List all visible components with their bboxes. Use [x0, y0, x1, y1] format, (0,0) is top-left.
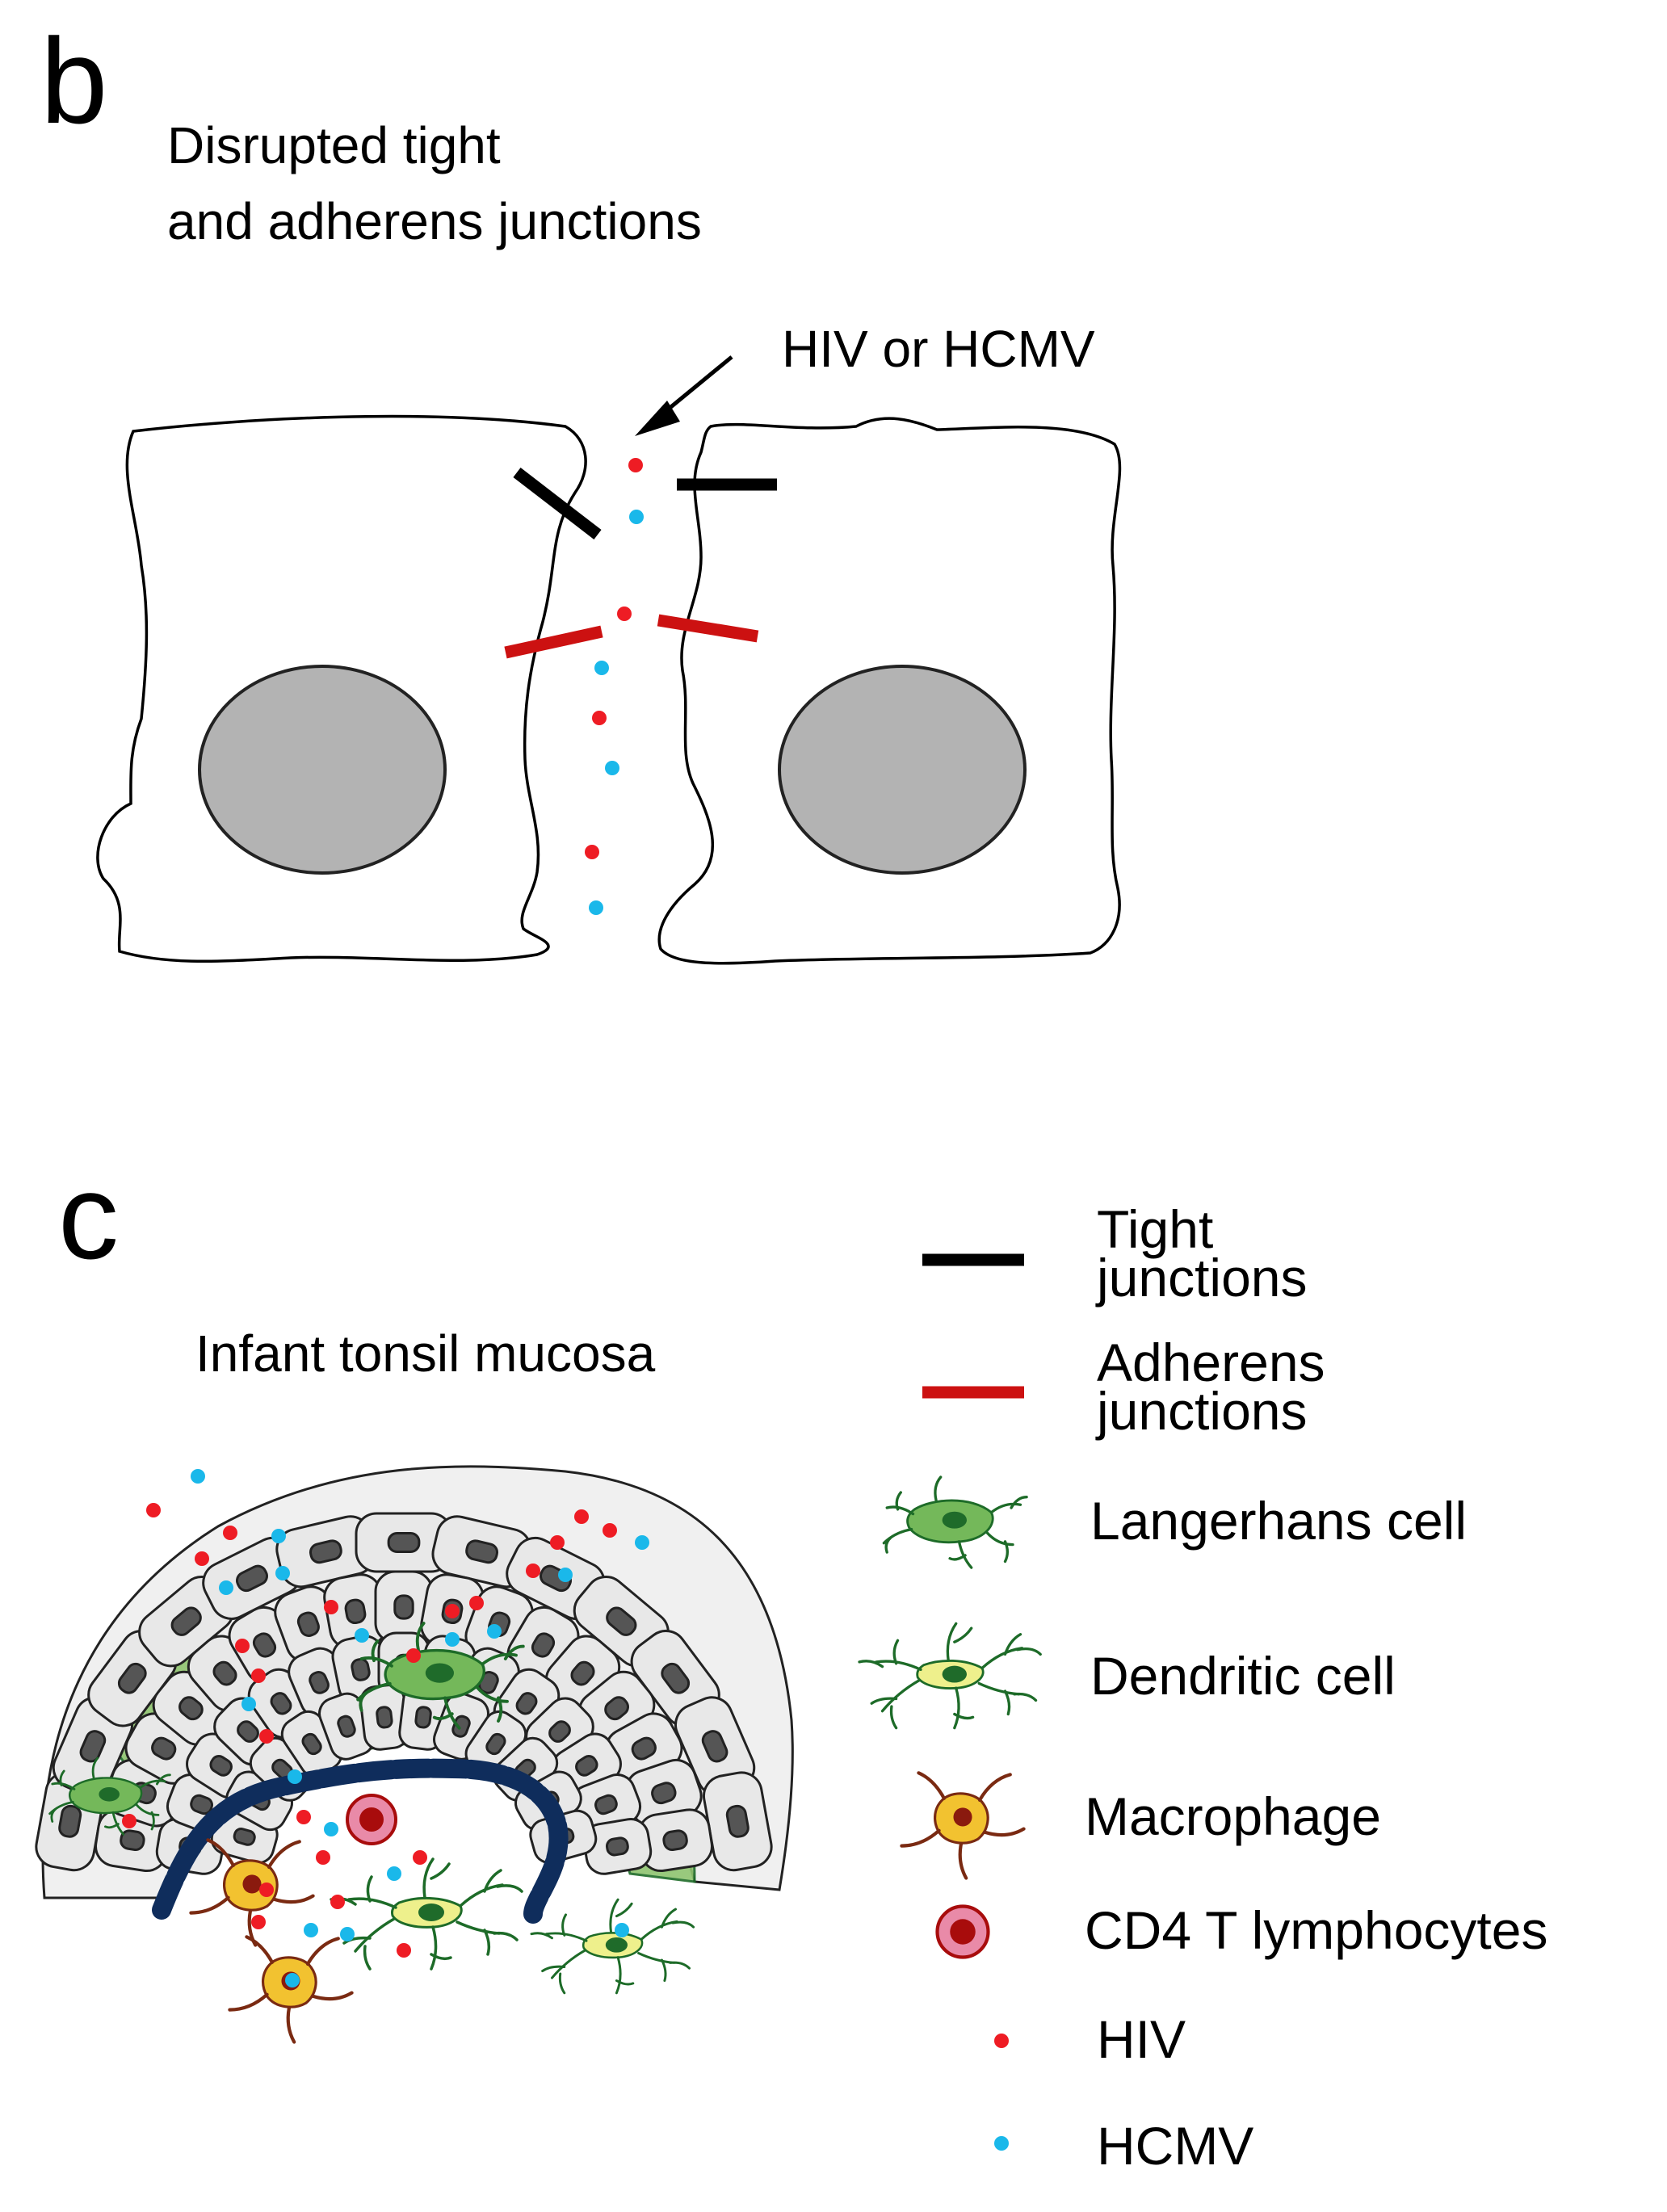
- epithelial-cell: [359, 1684, 409, 1751]
- tight-junction-left: [513, 468, 602, 539]
- hcmv-particle: [324, 1822, 338, 1836]
- hcmv-particle: [271, 1529, 286, 1543]
- hiv-particle: [330, 1895, 345, 1909]
- hcmv-particle: [288, 1769, 302, 1784]
- hiv-particle: [603, 1523, 617, 1538]
- hiv-particle: [316, 1850, 330, 1865]
- hiv-particle: [251, 1915, 266, 1929]
- legend-tight-label-1: Tight: [1097, 1199, 1213, 1259]
- adherens-junction-left: [504, 625, 603, 659]
- panel-b-letter: b: [40, 13, 107, 149]
- hiv-particle: [413, 1850, 427, 1865]
- virus-label: HIV or HCMV: [782, 320, 1095, 378]
- legend-tight-label-2: junctions: [1095, 1248, 1308, 1307]
- epithelial-cell: [702, 1771, 773, 1872]
- tonsil-mucosa-illustration: [35, 1465, 794, 2042]
- arrow-icon: [635, 355, 733, 436]
- hiv-particle: [259, 1729, 274, 1744]
- hiv-particle: [223, 1526, 237, 1540]
- virus-particles-gap: [585, 458, 644, 915]
- dendritic-cell: [330, 1857, 523, 1971]
- hiv-particle: [122, 1814, 136, 1828]
- hcmv-particle: [635, 1535, 649, 1550]
- hcmv-particle: [558, 1568, 573, 1582]
- panel-b-title-line2: and adherens junctions: [167, 192, 702, 250]
- epithelial-cell: [202, 1536, 302, 1620]
- legend-cd4-label: CD4 T lymphocytes: [1085, 1900, 1547, 1960]
- hcmv-particle: [445, 1632, 460, 1647]
- hiv-particle: [324, 1600, 338, 1614]
- hcmv-particle: [355, 1628, 369, 1643]
- hiv-particle: [251, 1668, 266, 1683]
- hiv-particle: [195, 1551, 209, 1566]
- legend: Tight junctions Adherens junctions Lange…: [858, 1199, 1547, 2176]
- right-cell-nucleus: [778, 665, 1027, 875]
- hiv-particle: [445, 1604, 460, 1618]
- hiv-particle: [397, 1943, 411, 1958]
- cd4-t-lymphocyte: [346, 1794, 397, 1845]
- hcmv-particle: [387, 1866, 401, 1881]
- hiv-particle: [235, 1639, 250, 1653]
- legend-cd4-icon: [938, 1907, 989, 1958]
- legend-macrophage-icon: [901, 1773, 1023, 1878]
- hiv-particle: [296, 1810, 311, 1824]
- hcmv-particle: [241, 1697, 256, 1711]
- legend-hcmv-label: HCMV: [1097, 2116, 1253, 2176]
- hiv-particle: [259, 1883, 274, 1897]
- left-cell-nucleus: [198, 665, 447, 875]
- legend-hcmv-dot: [994, 2136, 1009, 2151]
- legend-hiv-dot: [994, 2034, 1009, 2048]
- adherens-junction-right: [657, 614, 759, 643]
- dendritic-cell: [530, 1898, 695, 1995]
- hiv-particle: [469, 1596, 484, 1610]
- hcmv-particle: [219, 1580, 233, 1595]
- legend-langerhans-icon: [882, 1475, 1028, 1569]
- legend-adherens-label-1: Adherens: [1097, 1333, 1325, 1392]
- epithelial-cell: [637, 1808, 713, 1873]
- panel-c-title: Infant tonsil mucosa: [195, 1324, 656, 1383]
- hiv-particle: [406, 1648, 421, 1663]
- legend-hiv-label: HIV: [1097, 2009, 1186, 2069]
- legend-dendritic-label: Dendritic cell: [1090, 1646, 1396, 1706]
- hiv-particle: [574, 1509, 589, 1524]
- legend-adherens-label-2: junctions: [1095, 1381, 1308, 1441]
- hiv-particle: [526, 1564, 540, 1578]
- macrophage: [229, 1937, 351, 2042]
- hcmv-particle: [615, 1923, 629, 1937]
- panel-c-letter: c: [58, 1148, 119, 1284]
- panel-b-title-line1: Disrupted tight: [167, 116, 501, 174]
- legend-langerhans-label: Langerhans cell: [1090, 1491, 1467, 1551]
- legend-macrophage-label: Macrophage: [1085, 1786, 1381, 1846]
- hiv-particle: [550, 1535, 565, 1550]
- epithelial-cell: [582, 1818, 653, 1875]
- epithelial-cell: [374, 1570, 434, 1644]
- epithelial-cell: [275, 1515, 376, 1589]
- hcmv-particle: [487, 1624, 502, 1639]
- hcmv-particle: [285, 1973, 300, 1987]
- hcmv-particle: [191, 1469, 205, 1484]
- hiv-particle: [146, 1503, 161, 1517]
- hcmv-particle: [275, 1566, 290, 1580]
- hcmv-particle: [304, 1923, 318, 1937]
- hcmv-particle: [340, 1927, 355, 1941]
- legend-dendritic-icon: [858, 1622, 1042, 1730]
